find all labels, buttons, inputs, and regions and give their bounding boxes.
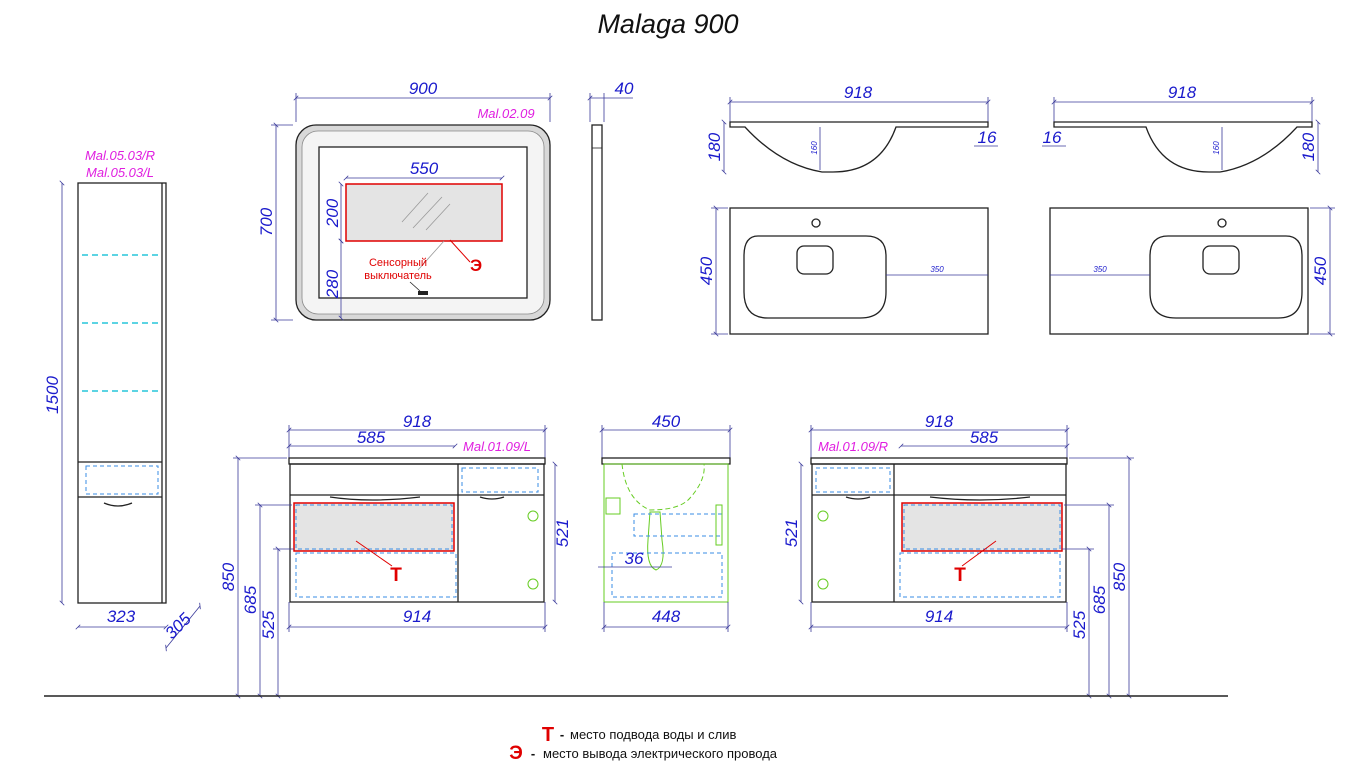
legend: Т - место подвода воды и слив Э - место … xyxy=(509,724,778,764)
cabinet-height-dim: 1500 xyxy=(43,376,62,414)
shelf-offset-dim: 280 xyxy=(323,269,342,299)
water-marker-right: Т xyxy=(954,565,966,586)
base-unit-left: 918 585 Mal.01.09/L Т 521 914 850 685 xyxy=(219,412,572,699)
side-bottom-dim: 448 xyxy=(652,607,681,626)
base-r-code: Mal.01.09/R xyxy=(818,439,888,454)
base-r-h3-dim: 525 xyxy=(1070,610,1089,639)
legend-row-power: Э - место вывода электрического провода xyxy=(509,743,778,764)
base-r-h1-dim: 850 xyxy=(1110,562,1129,591)
sink-left-height-dim: 180 xyxy=(705,132,724,161)
base-l-bottom-dim: 914 xyxy=(403,607,431,626)
legend-dash-water: - xyxy=(560,727,564,742)
legend-text-power: место вывода электрического провода xyxy=(543,746,778,761)
mirror: Э Сенсорный выключатель Mal.02.09 900 70… xyxy=(257,79,634,323)
sink-right-lip-dim: 16 xyxy=(1043,128,1062,147)
cabinet-code-l: Mal.05.03/L xyxy=(86,165,154,180)
base-r-width-dim: 918 xyxy=(925,412,954,431)
base-l-body-dim: 521 xyxy=(553,519,572,547)
tall-cabinet: Mal.05.03/R Mal.05.03/L 1500 323 305 xyxy=(43,148,201,652)
base-r-drawer-dim: 585 xyxy=(970,428,999,447)
base-l-width-dim: 918 xyxy=(403,412,432,431)
mirror-thickness-dim: 40 xyxy=(615,79,634,98)
shelf-width-dim: 550 xyxy=(410,159,439,178)
sink-right-depth-dim: 450 xyxy=(1311,256,1330,285)
base-unit-right: 918 585 Mal.01.09/R Т 521 914 850 685 xyxy=(782,412,1134,699)
shelf-height-dim: 200 xyxy=(323,198,342,228)
sink-right-bowl-dim: 160 xyxy=(1212,141,1221,155)
base-l-code: Mal.01.09/L xyxy=(463,439,531,454)
mirror-height-dim: 700 xyxy=(257,207,276,236)
sink-section-left: 918 180 160 16 xyxy=(705,83,998,175)
sink-left-bowl-dim: 160 xyxy=(810,141,819,155)
sink-section-right: 918 180 160 16 xyxy=(1042,83,1321,175)
touch-switch-label-1: Сенсорный xyxy=(369,257,427,269)
cabinet-code-r: Mal.05.03/R xyxy=(85,148,155,163)
power-marker-mirror: Э xyxy=(470,256,482,275)
mirror-width-dim: 900 xyxy=(409,79,438,98)
drawing-title: Malaga 900 xyxy=(597,9,738,39)
base-side-view: 450 36 448 xyxy=(598,412,733,632)
base-l-h1-dim: 850 xyxy=(219,562,238,591)
legend-symbol-water: Т xyxy=(542,724,554,746)
cabinet-width-dim: 323 xyxy=(107,607,136,626)
mirror-code: Mal.02.09 xyxy=(477,106,534,121)
legend-dash-power: - xyxy=(531,746,535,761)
sink-plan-right: 350 450 xyxy=(1049,205,1335,337)
legend-text-water: место подвода воды и слив xyxy=(570,727,736,742)
base-l-h3-dim: 525 xyxy=(259,610,278,639)
sink-left-lip-dim: 16 xyxy=(978,128,997,147)
sink-left-depth-dim: 450 xyxy=(697,256,716,285)
sink-right-offset-dim: 350 xyxy=(1093,265,1107,274)
water-marker-left: Т xyxy=(390,565,402,586)
sink-left-width-dim: 918 xyxy=(844,83,873,102)
sink-right-width-dim: 918 xyxy=(1168,83,1197,102)
side-top-dim: 450 xyxy=(652,412,681,431)
base-r-h2-dim: 685 xyxy=(1090,585,1109,614)
sink-left-offset-dim: 350 xyxy=(930,265,944,274)
base-r-body-dim: 521 xyxy=(782,519,801,547)
sink-plan-left: 350 450 xyxy=(697,205,989,337)
sink-right-height-dim: 180 xyxy=(1299,132,1318,161)
cabinet-depth-dim: 305 xyxy=(161,609,195,643)
legend-symbol-power: Э xyxy=(509,743,523,764)
base-l-drawer-dim: 585 xyxy=(357,428,386,447)
legend-row-water: Т - место подвода воды и слив xyxy=(542,724,737,746)
side-mid-dim: 36 xyxy=(625,549,644,568)
base-l-h2-dim: 685 xyxy=(241,585,260,614)
base-r-bottom-dim: 914 xyxy=(925,607,953,626)
touch-switch-label-2: выключатель xyxy=(364,270,432,282)
